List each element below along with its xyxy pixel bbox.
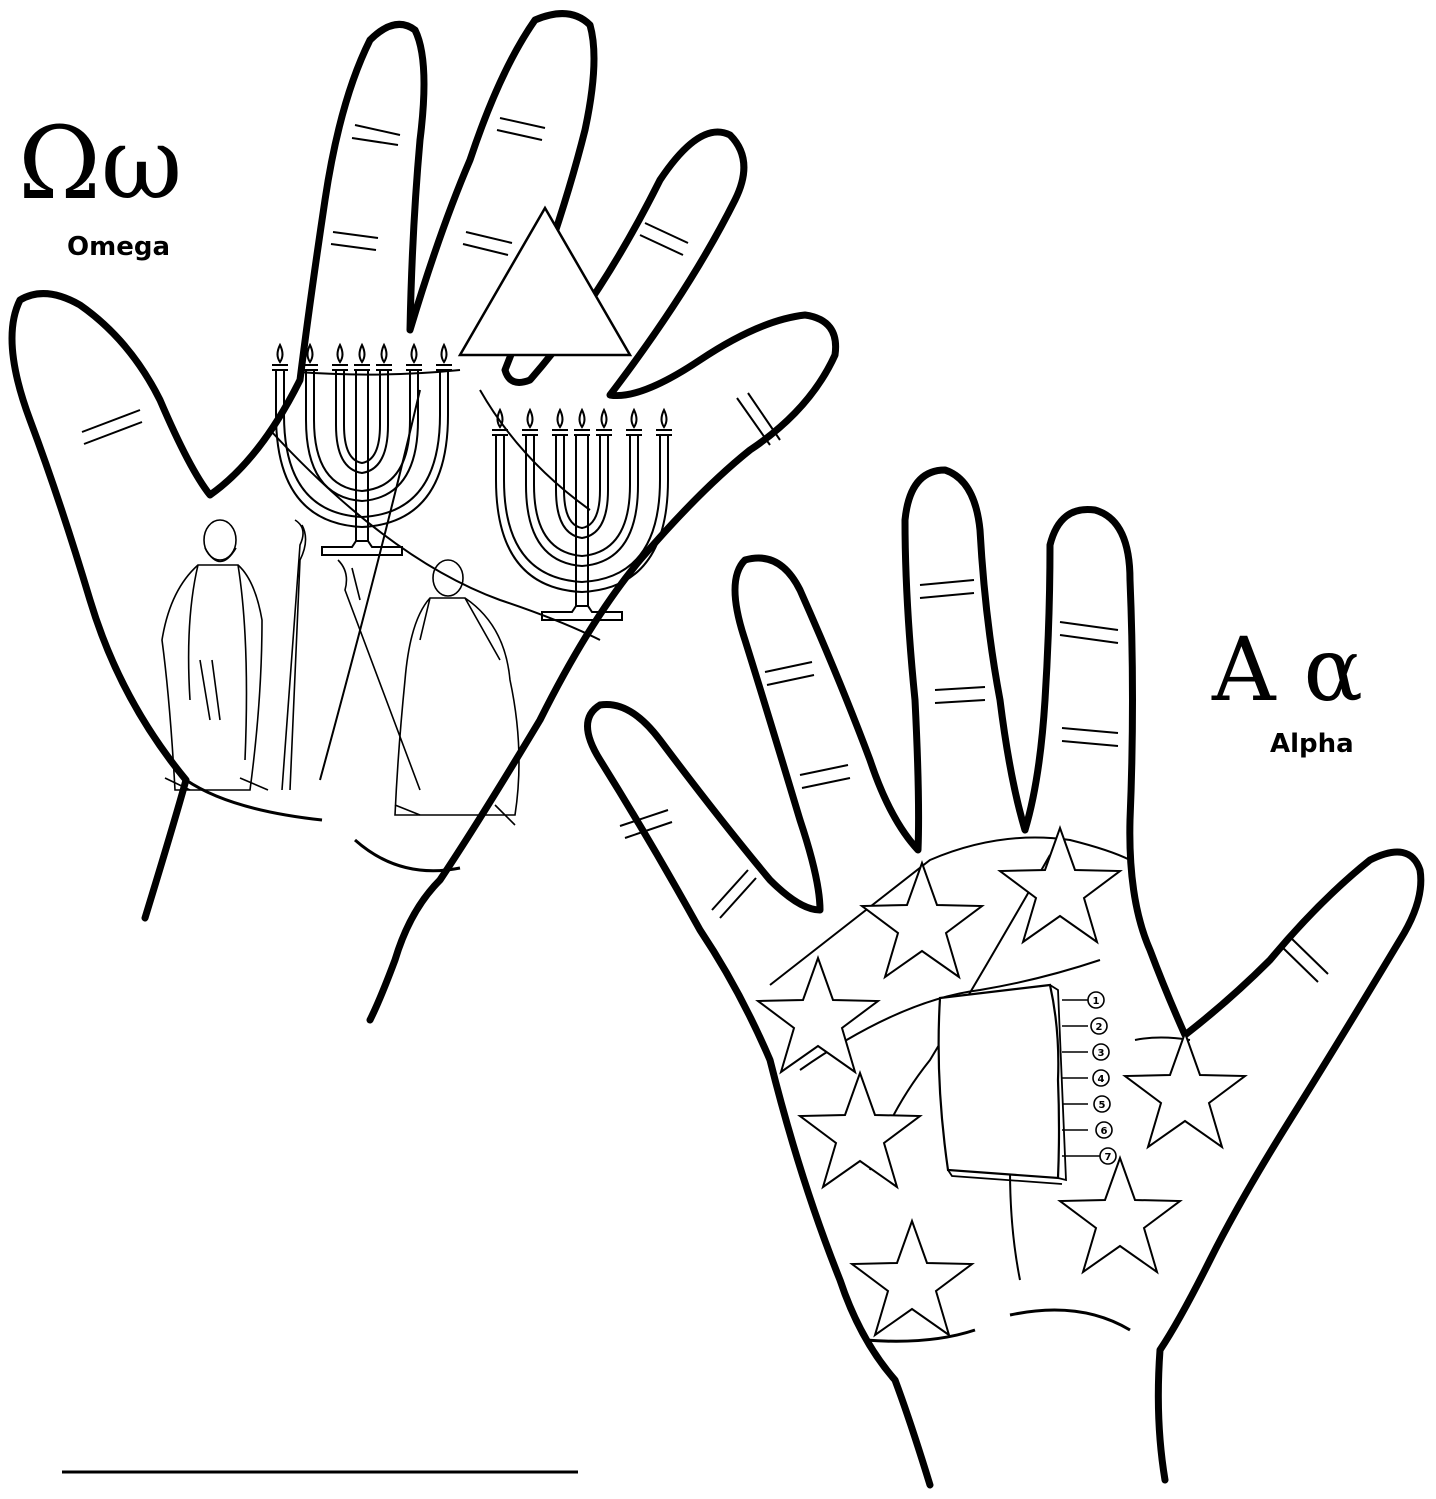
omega-label: Omega (67, 232, 170, 262)
seal-number: 3 (1098, 1048, 1105, 1059)
alpha-glyphs: A α (1211, 618, 1363, 721)
star-icon (800, 1073, 920, 1187)
seal-number: 1 (1093, 996, 1100, 1007)
star-icon (862, 863, 982, 977)
seal-number: 6 (1101, 1126, 1108, 1137)
robed-figure-icon (338, 560, 519, 825)
alpha-label: Alpha (1270, 729, 1354, 759)
star-icon (1125, 1033, 1245, 1147)
star-icon (1060, 1158, 1180, 1272)
omega-glyphs: Ωω (18, 105, 182, 222)
star-icon (758, 958, 878, 1072)
seal-number: 5 (1099, 1100, 1106, 1111)
book-icon: 1 2 3 4 5 6 7 (939, 985, 1116, 1184)
seal-tabs (1062, 992, 1116, 1164)
seal-number: 7 (1105, 1152, 1112, 1163)
menorah-icon (492, 410, 672, 620)
star-icon (852, 1221, 972, 1335)
seal-number: 2 (1096, 1022, 1103, 1033)
star-icon (1000, 828, 1120, 942)
seal-number: 4 (1098, 1074, 1105, 1085)
robed-figure-icon (162, 520, 306, 790)
